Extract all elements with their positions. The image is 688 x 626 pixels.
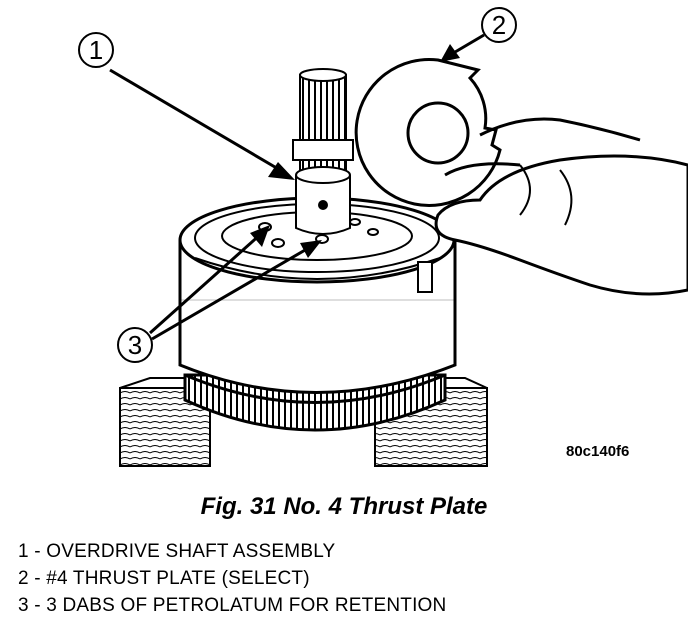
legend-item: 2 - #4 THRUST PLATE (SELECT) [18,568,310,589]
overdrive-shaft [292,68,354,235]
callout-2: 2 [440,7,517,62]
legend-list: 1 - OVERDRIVE SHAFT ASSEMBLY 2 - #4 THRU… [18,538,446,619]
legend-item: 1 - OVERDRIVE SHAFT ASSEMBLY [18,541,336,562]
callout-3: 3 [117,225,322,363]
figure-code: 80c140f6 [566,443,630,460]
callout-2-number: 2 [492,10,506,40]
callout-3-number: 3 [128,330,142,360]
ring-gear [183,373,447,432]
callout-1-number: 1 [89,35,103,65]
legend-item: 3 - 3 DABS OF PETROLATUM FOR RETENTION [18,595,447,616]
callout-1: 1 [78,32,295,180]
hand [434,117,688,296]
figure-caption: Fig. 31 No. 4 Thrust Plate [200,493,488,520]
thrust-plate-illustration: 1 2 3 [78,7,688,467]
thrust-plate [354,57,502,207]
